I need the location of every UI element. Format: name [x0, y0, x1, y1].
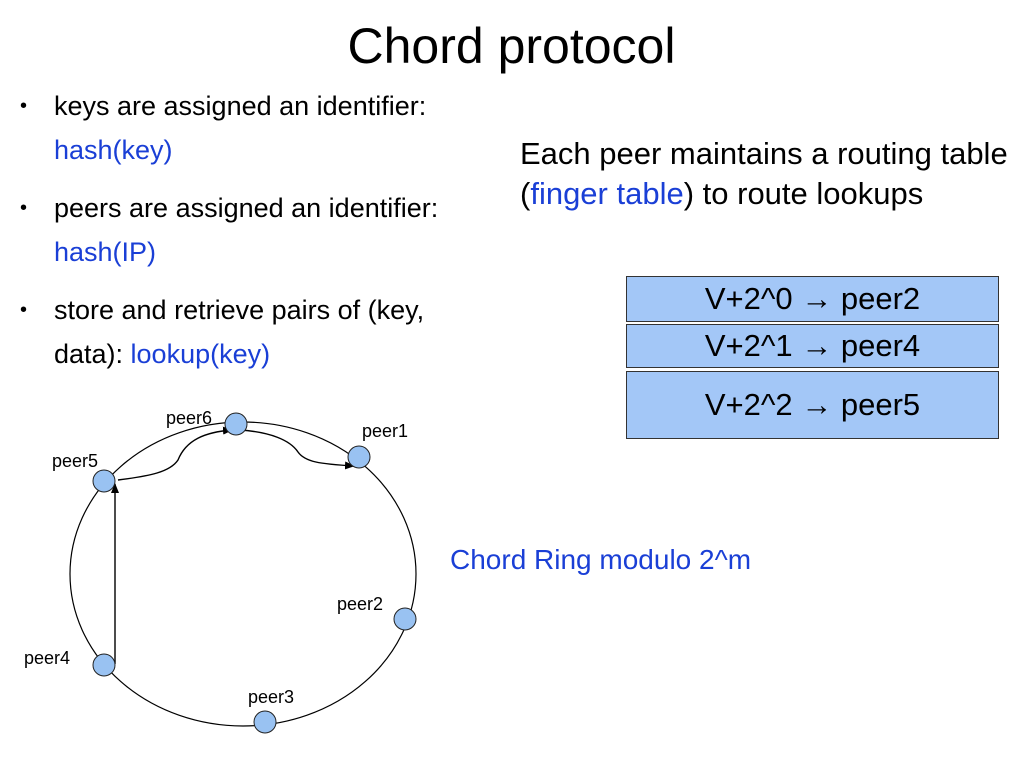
bullet-list: • keys are assigned an identifier: hash(…: [18, 84, 448, 390]
slide-title: Chord protocol: [347, 18, 676, 74]
bullet-dot-icon: •: [20, 197, 28, 219]
bullet-text: keys are assigned an identifier:: [54, 91, 427, 121]
bullet-dot-icon: •: [20, 299, 28, 321]
peer4-label: peer4: [24, 648, 70, 668]
finger-table-row: V+2^0 → peer2: [626, 276, 999, 322]
routing-description: Each peer maintains a routing table (fin…: [520, 134, 1010, 214]
bullet-text: peers are assigned an identifier:: [54, 193, 439, 223]
bullet-highlight: hash(key): [54, 135, 173, 165]
bullet-item-store: • store and retrieve pairs of (key, data…: [18, 288, 448, 376]
peer3-node: [253, 710, 277, 734]
finger-table-term: finger table: [530, 176, 684, 211]
finger-table-row: V+2^2 → peer5: [626, 371, 999, 439]
routing-text-before: Each peer maintains a routing table (: [520, 136, 1008, 211]
routing-text-after: ) to route lookups: [683, 176, 924, 211]
ring-circle: [69, 421, 417, 727]
bullet-highlight: hash(IP): [54, 237, 157, 267]
peer5-label: peer5: [52, 451, 98, 471]
peer5-node: [92, 469, 116, 493]
arrow-peer6-to-peer1: [239, 429, 355, 470]
peer3-label: peer3: [248, 687, 294, 707]
bullet-dot-icon: •: [20, 95, 28, 117]
peer1-label: peer1: [362, 421, 408, 441]
arrow-peer5-to-peer6: [117, 426, 233, 481]
peer2-label: peer2: [337, 594, 383, 614]
bullet-item-peers: • peers are assigned an identifier: hash…: [18, 186, 448, 274]
peer2-node: [393, 607, 417, 631]
peer4-node: [92, 653, 116, 677]
bullet-highlight: lookup(key): [130, 339, 271, 369]
peer6-label: peer6: [166, 408, 212, 428]
peer6-node: [224, 412, 248, 436]
ring-caption: Chord Ring modulo 2^m: [450, 544, 752, 575]
finger-table-row: V+2^1 → peer4: [626, 324, 999, 368]
bullet-text: store and retrieve pairs of (key, data):: [54, 295, 425, 369]
bullet-item-keys: • keys are assigned an identifier: hash(…: [18, 84, 448, 172]
peer1-node: [347, 445, 371, 469]
